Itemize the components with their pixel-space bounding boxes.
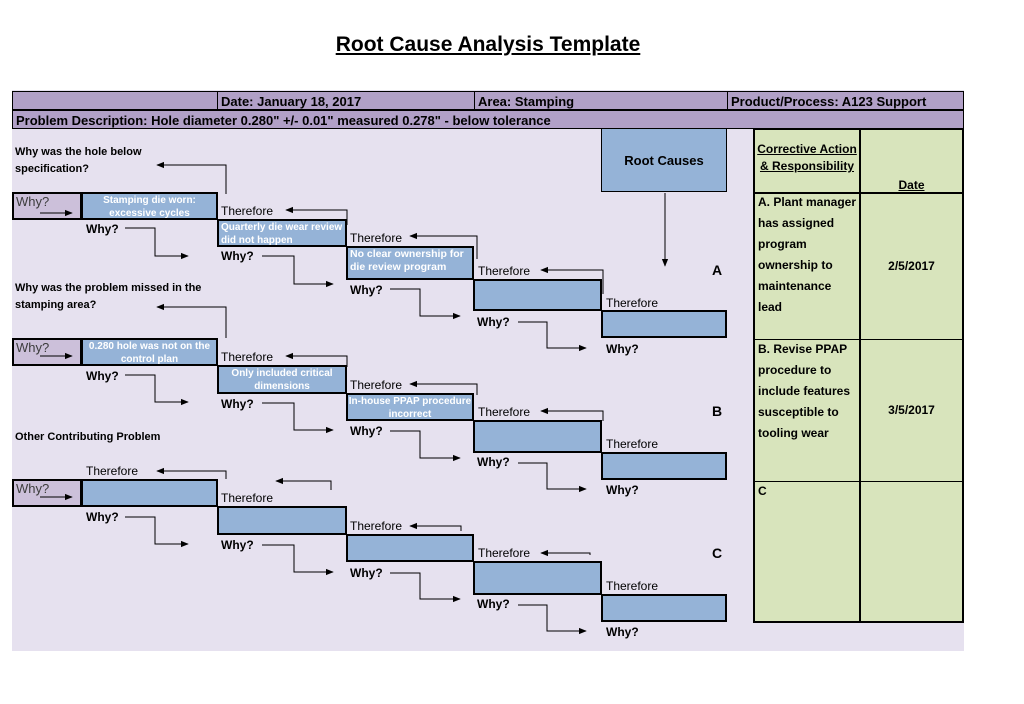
- why-label: Why?: [86, 369, 119, 383]
- table-divider: [755, 339, 962, 340]
- section-b-letter: B: [712, 403, 723, 419]
- why-label: Why?: [86, 222, 119, 236]
- section-c-why-box: Why?: [12, 479, 82, 507]
- why-label: Why?: [221, 397, 254, 411]
- why-label: Why?: [221, 538, 254, 552]
- why-label: Why?: [477, 315, 510, 329]
- section-b-step-2: Only included critical dimensions: [217, 365, 347, 394]
- section-b-step-4: [473, 420, 602, 453]
- section-b-step-3: In-house PPAP procedure incorrect: [346, 393, 474, 421]
- why-label: Why?: [221, 249, 254, 263]
- why-label: Why?: [606, 625, 639, 639]
- corrective-action-table: Corrective Action & Responsibility Date …: [753, 128, 964, 623]
- action-c: C: [758, 484, 767, 498]
- section-b-step-5: [601, 452, 727, 480]
- problem-description: Problem Description: Hole diameter 0.280…: [12, 110, 964, 129]
- header-blank-cell: [12, 91, 218, 110]
- date-cell: Date: January 18, 2017: [217, 91, 475, 110]
- step-text: Quarterly die wear review did not happen: [221, 222, 343, 246]
- why-label: Why?: [477, 455, 510, 469]
- action-b: B. Revise PPAP procedure to include feat…: [758, 342, 851, 440]
- why-label: Why?: [16, 481, 50, 496]
- table-divider: [755, 481, 962, 482]
- section-b-question: Why was the problem missed in the stampi…: [15, 282, 202, 311]
- section-c-question: Other Contributing Problem: [15, 431, 161, 443]
- area-cell: Area: Stamping: [474, 91, 728, 110]
- why-label: Why?: [606, 342, 639, 356]
- why-label: Why?: [16, 194, 50, 209]
- therefore-label: Therefore: [478, 546, 531, 560]
- date-a: 2/5/2017: [888, 259, 935, 273]
- section-b-why-box: Why?: [12, 338, 82, 366]
- why-label: Why?: [350, 424, 383, 438]
- step-text: No clear ownership for die review progra…: [350, 248, 464, 273]
- step-text: In-house PPAP procedure incorrect: [348, 396, 472, 420]
- section-a-why-box: Why?: [12, 192, 82, 220]
- section-a-step-1: Stamping die worn: excessive cycles: [81, 192, 218, 220]
- why-label: Why?: [16, 340, 50, 355]
- section-c-step-3: [346, 534, 474, 562]
- section-c-step-1: [81, 479, 218, 507]
- section-a-step-2: Quarterly die wear review did not happen: [217, 219, 347, 247]
- therefore-label: Therefore: [350, 378, 403, 392]
- therefore-label: Therefore: [221, 491, 274, 505]
- section-c-step-4: [473, 561, 602, 595]
- section-c-step-2: [217, 506, 347, 535]
- therefore-label: Therefore: [350, 231, 403, 245]
- why-label: Why?: [86, 510, 119, 524]
- therefore-label: Therefore: [478, 264, 531, 278]
- step-text: 0.280 hole was not on the control plan: [88, 341, 211, 365]
- why-label: Why?: [350, 283, 383, 297]
- action-a: A. Plant manager has assigned program ow…: [758, 195, 857, 314]
- therefore-label: Therefore: [606, 437, 659, 451]
- page-title: Root Cause Analysis Template: [335, 33, 641, 56]
- header-corrective-action: Corrective Action & Responsibility: [757, 142, 857, 173]
- section-a-step-4: [473, 279, 602, 311]
- why-label: Why?: [350, 566, 383, 580]
- root-causes-box: Root Causes: [601, 128, 727, 192]
- therefore-label: Therefore: [221, 204, 274, 218]
- product-cell: Product/Process: A123 Support: [727, 91, 964, 110]
- section-a-question: Why was the hole below specification?: [15, 146, 142, 175]
- section-a-step-5: [601, 310, 727, 338]
- step-text: Stamping die worn: excessive cycles: [103, 195, 196, 219]
- why-label: Why?: [477, 597, 510, 611]
- header-date: Date: [898, 178, 925, 192]
- table-divider: [755, 192, 962, 194]
- why-label: Why?: [606, 483, 639, 497]
- therefore-label: Therefore: [350, 519, 403, 533]
- therefore-label: Therefore: [478, 405, 531, 419]
- section-a-step-3: No clear ownership for die review progra…: [346, 246, 474, 280]
- date-b: 3/5/2017: [888, 403, 935, 417]
- section-a-letter: A: [712, 262, 723, 278]
- step-text: Only included critical dimensions: [231, 368, 333, 392]
- table-divider: [859, 130, 861, 621]
- therefore-label: Therefore: [86, 464, 139, 478]
- therefore-label: Therefore: [221, 350, 274, 364]
- section-b-step-1: 0.280 hole was not on the control plan: [81, 338, 218, 366]
- section-c-step-5: [601, 594, 727, 622]
- therefore-label: Therefore: [606, 296, 659, 310]
- therefore-label: Therefore: [606, 579, 659, 593]
- section-c-letter: C: [712, 545, 723, 561]
